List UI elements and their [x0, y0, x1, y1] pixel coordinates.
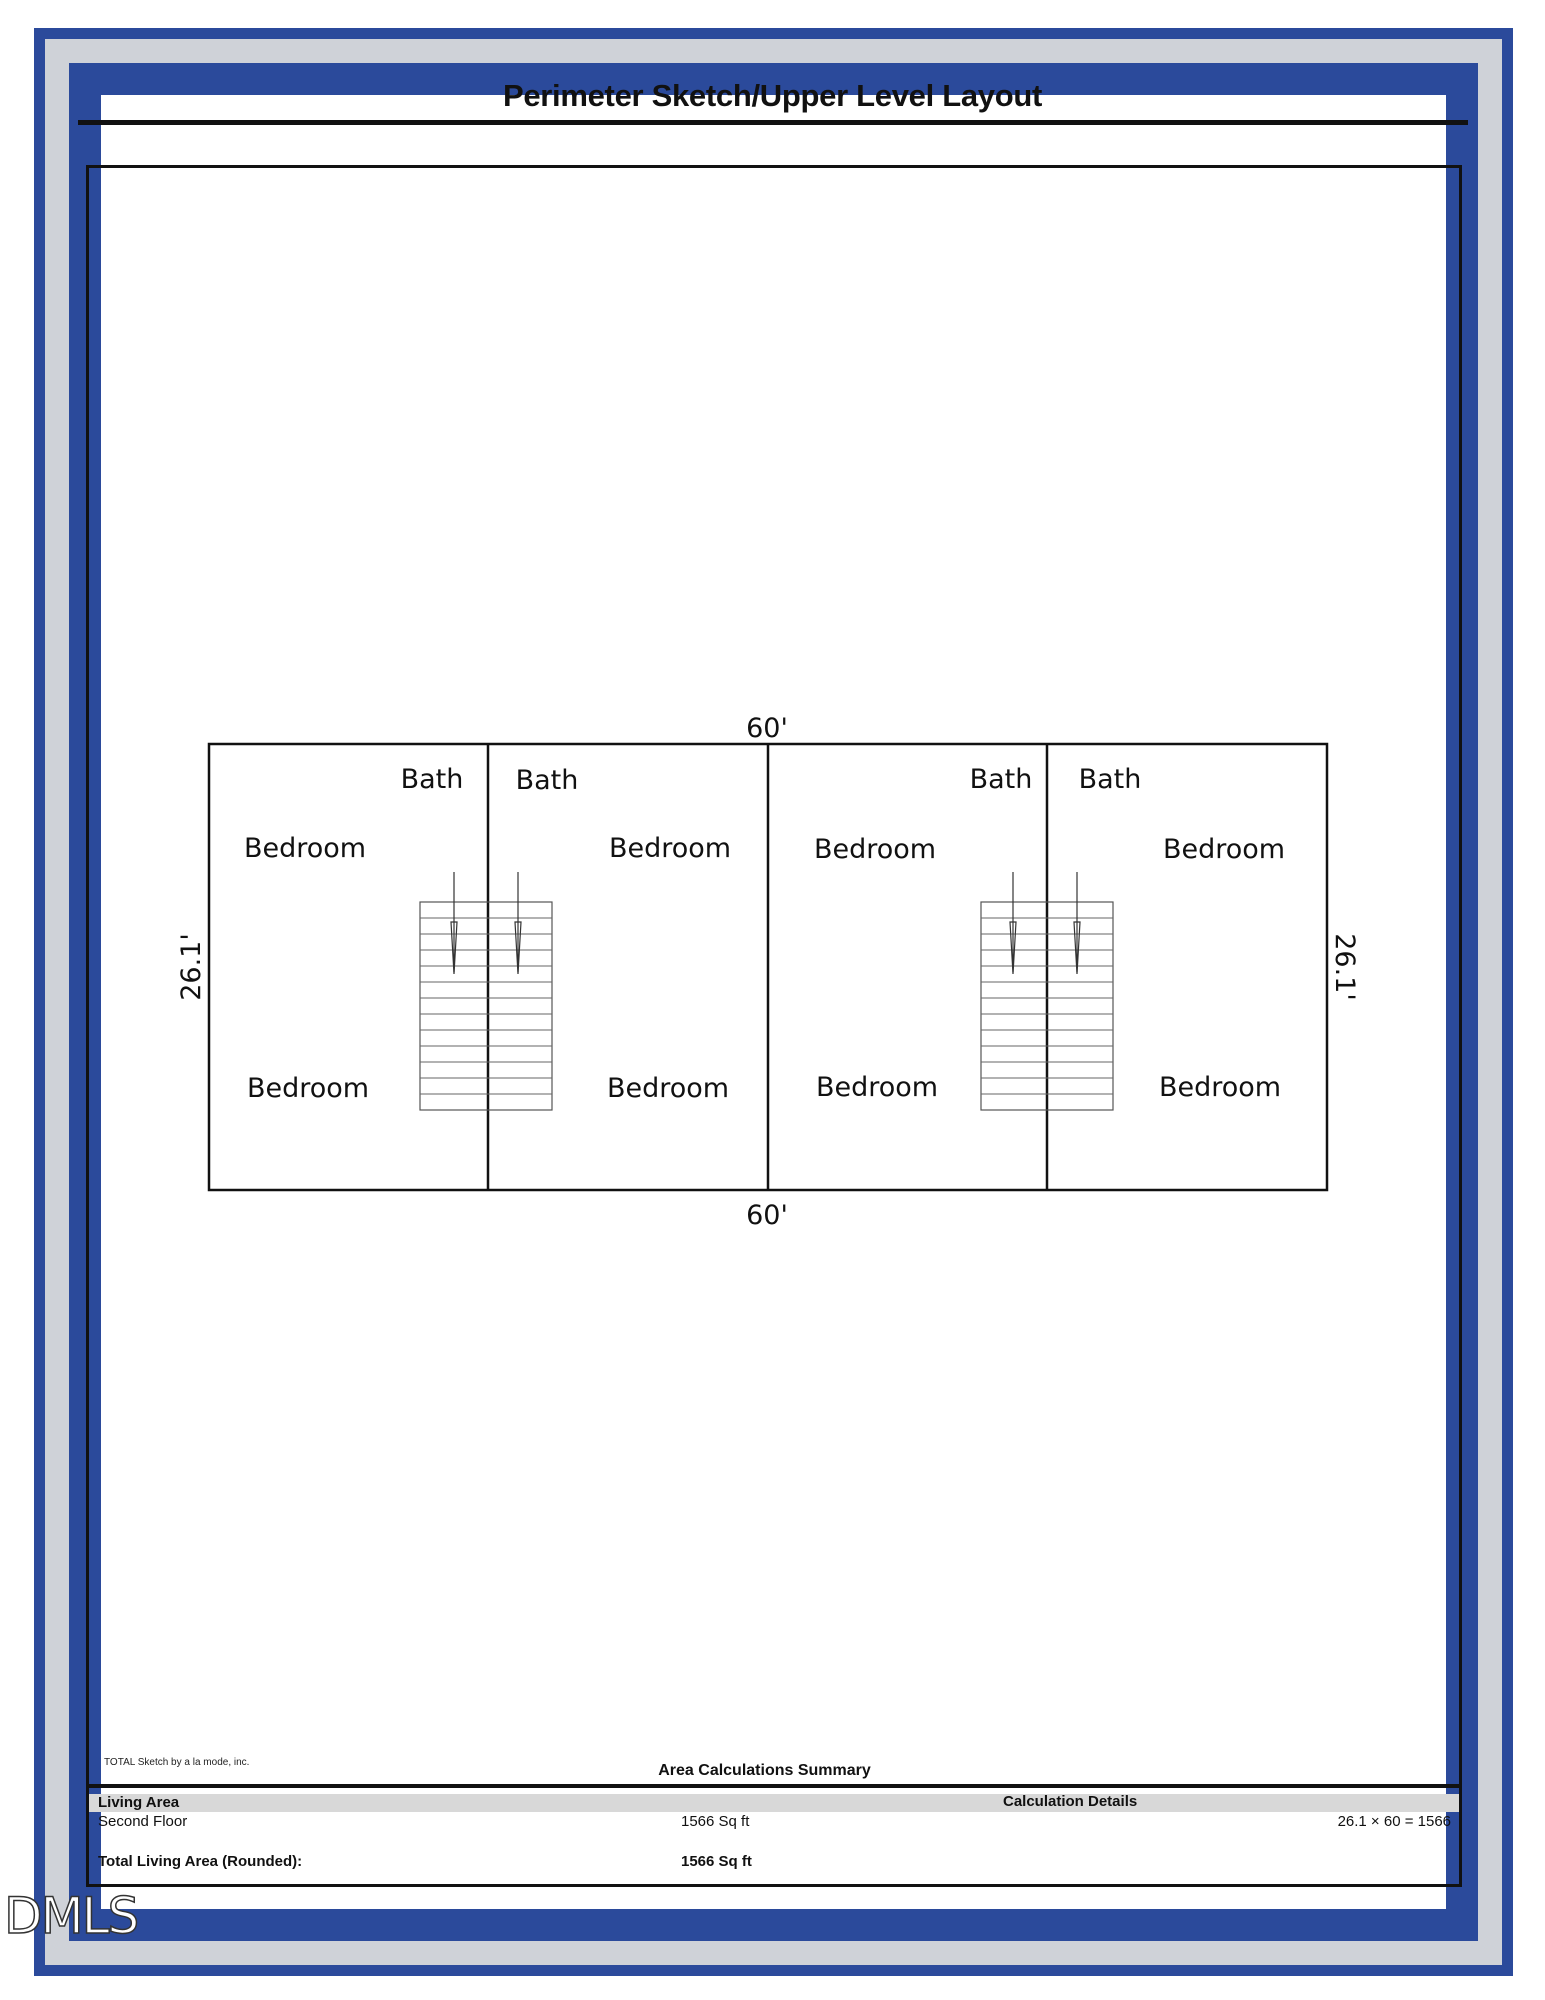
stair-outline — [419, 901, 553, 1111]
room-label: Bedroom — [814, 834, 936, 865]
staircase-left — [419, 872, 553, 1111]
room-label: Bedroom — [816, 1072, 938, 1103]
area-summary-table: Living Area Calculation Details Second F… — [86, 1784, 1462, 1887]
summary-title: Area Calculations Summary — [0, 1762, 1545, 1780]
living-area-label: Living Area — [98, 1794, 180, 1811]
room-label: Bath — [516, 765, 579, 796]
room-label: Bath — [970, 764, 1033, 795]
title-divider — [78, 120, 1468, 125]
total-living-area-value: 1566 Sq ft — [681, 1853, 752, 1870]
page-border-gray — [45, 39, 1502, 1965]
row-area: 1566 Sq ft — [681, 1813, 750, 1830]
stair-arrow-head — [1073, 921, 1081, 975]
room-label: Bedroom — [244, 833, 366, 864]
dimension-left: 26.1' — [176, 933, 207, 1001]
room-label: Bath — [1079, 764, 1142, 795]
stair-arrow-head — [514, 921, 522, 975]
staircase-right — [980, 872, 1114, 1111]
room-label: Bedroom — [607, 1073, 729, 1104]
room-label: Bedroom — [1163, 834, 1285, 865]
software-credit: TOTAL Sketch by a la mode, inc. — [104, 1757, 250, 1768]
page-border-inner — [69, 63, 1478, 1941]
page-border — [34, 28, 1513, 1976]
room-label: Bath — [401, 764, 464, 795]
row-name: Second Floor — [98, 1813, 188, 1830]
stair-arrow-head — [450, 921, 458, 975]
summary-title-text: Area Calculations Summary — [658, 1762, 871, 1779]
stair-arrow-head — [1009, 921, 1017, 975]
calculation-details-label: Calculation Details — [1003, 1793, 1138, 1810]
summary-header-bar — [89, 1794, 1459, 1812]
total-living-area-label: Total Living Area (Rounded): — [98, 1853, 303, 1870]
room-label: Bedroom — [247, 1073, 369, 1104]
row-calculation: 26.1 × 60 = 1566 — [1337, 1813, 1451, 1830]
room-label: Bedroom — [609, 833, 731, 864]
page-title: Perimeter Sketch/Upper Level Layout — [502, 78, 1043, 113]
dimension-bottom: 60' — [746, 1200, 788, 1231]
watermark-logo: DMLS — [3, 1886, 140, 1946]
dimension-top: 60' — [746, 713, 788, 744]
dimension-right: 26.1' — [1329, 933, 1360, 1001]
stair-outline — [980, 901, 1114, 1111]
page-content-area — [101, 95, 1446, 1909]
room-label: Bedroom — [1159, 1072, 1281, 1103]
